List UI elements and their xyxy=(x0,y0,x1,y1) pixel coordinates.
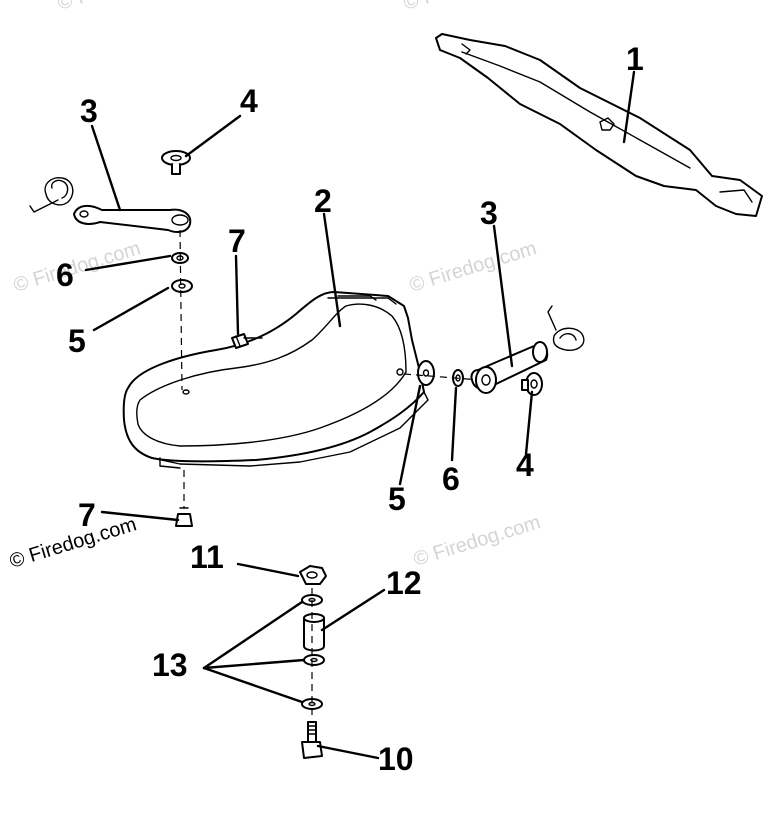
right-spring-arm xyxy=(470,305,585,394)
blade xyxy=(435,33,763,217)
leader-3-right xyxy=(492,224,514,368)
callout-3-left: 3 xyxy=(80,93,98,129)
callout-7-upper: 7 xyxy=(228,223,246,259)
leader-10 xyxy=(316,744,380,760)
lower-screw xyxy=(175,470,193,527)
spacer xyxy=(303,613,325,652)
leader-5-right xyxy=(398,384,422,486)
watermark-top-left: © Firedog.com xyxy=(55,0,187,15)
callout-10: 10 xyxy=(378,741,414,777)
right-flat-washer xyxy=(417,360,435,386)
nut xyxy=(299,565,327,585)
left-alignment-line xyxy=(179,229,183,391)
leader-13-top xyxy=(202,600,304,670)
copyright-notice: © Firedog.com xyxy=(7,513,139,572)
leader-6-right xyxy=(450,386,458,462)
leader-2 xyxy=(322,212,342,328)
watermark-lower-right: © Firedog.com xyxy=(411,511,543,570)
left-spring-arm xyxy=(29,177,192,233)
callout-7-lower: 7 xyxy=(78,497,96,533)
leader-11 xyxy=(236,562,300,578)
watermark-right: © Firedog.com xyxy=(407,237,539,296)
callout-6-left: 6 xyxy=(56,257,74,293)
leader-7-upper xyxy=(234,254,240,336)
right-stud xyxy=(521,372,543,396)
right-lock-washer xyxy=(452,369,464,387)
right-alignment-line xyxy=(403,373,481,381)
callout-5-left: 5 xyxy=(68,323,86,359)
washer-middle xyxy=(303,654,325,666)
leader-13-middle xyxy=(202,658,306,670)
leader-6-left xyxy=(84,254,172,272)
leader-5-left xyxy=(92,286,170,332)
callout-11: 11 xyxy=(190,539,224,575)
callout-1: 1 xyxy=(626,41,644,77)
leader-13-bottom xyxy=(202,666,304,704)
left-flat-washer xyxy=(171,279,193,293)
callout-4-left: 4 xyxy=(240,83,258,119)
leader-3-left xyxy=(90,124,122,212)
leader-1 xyxy=(622,70,636,144)
blade-housing xyxy=(122,291,429,469)
callout-5-right: 5 xyxy=(388,481,406,517)
callout-12: 12 xyxy=(386,565,422,601)
callout-13: 13 xyxy=(152,647,188,683)
upper-screw xyxy=(231,333,263,349)
callout-4-right: 4 xyxy=(516,447,534,483)
leader-7-lower xyxy=(100,510,180,522)
leader-4-left xyxy=(184,114,242,158)
watermark-top-right: © Firedog.com xyxy=(401,0,533,15)
leader-12 xyxy=(320,588,386,632)
left-stud xyxy=(161,150,191,175)
leader-4-right xyxy=(524,390,534,456)
callout-6-right: 6 xyxy=(442,461,460,497)
callout-2: 2 xyxy=(314,183,332,219)
callouts: 1 2 3 4 6 5 7 7 3 4 5 6 11 12 13 10 xyxy=(56,41,644,777)
watermark-left: © Firedog.com xyxy=(11,237,143,296)
leader-lines xyxy=(84,70,636,760)
callout-3-right: 3 xyxy=(480,195,498,231)
watermarks: © Firedog.com © Firedog.com © Firedog.co… xyxy=(11,0,543,571)
